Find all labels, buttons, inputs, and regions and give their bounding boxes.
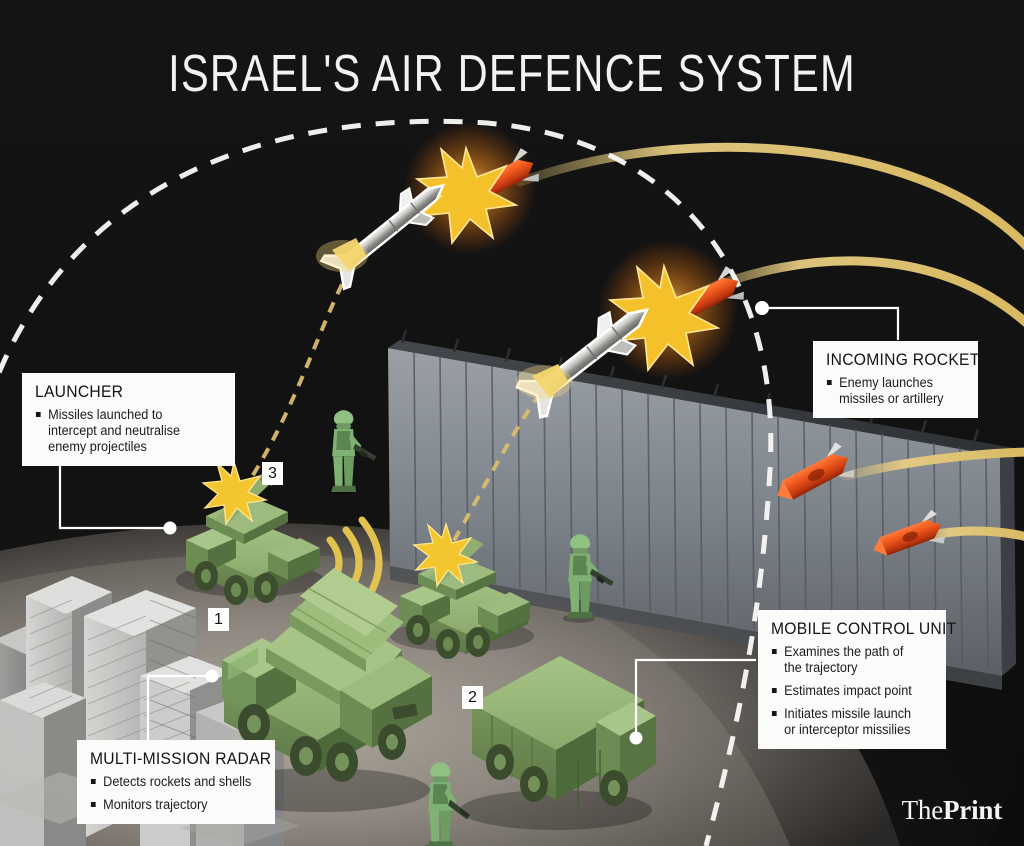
soldier-figure <box>562 534 614 623</box>
incoming-rocket <box>873 509 946 556</box>
callout-bullet-list: Examines the path of the trajectory Esti… <box>771 644 933 738</box>
launch-flash <box>412 521 480 588</box>
callout-title: MOBILE CONTROL UNIT <box>771 619 957 638</box>
soldier-figure <box>424 762 470 846</box>
callout-bullet: Estimates impact point <box>771 683 923 699</box>
interceptor-trajectory <box>240 248 362 494</box>
callout-bullet-list: Enemy launches missiles or artillery <box>826 375 965 407</box>
theprint-logo: ThePrint <box>901 795 1003 826</box>
intercept-event-upper <box>316 122 539 291</box>
callout-multi-mission-radar: MULTI-MISSION RADAR Detects rockets and … <box>77 740 275 824</box>
callout-bullet: Missiles launched to intercept and neutr… <box>35 407 211 455</box>
exhaust-flare <box>532 364 568 398</box>
launcher-vehicle-centre <box>390 521 534 659</box>
callout-bullet: Detects rockets and shells <box>90 774 252 790</box>
callout-title: INCOMING ROCKETS <box>826 350 991 369</box>
step-badge-2: 2 <box>462 686 483 709</box>
callout-bullet-list: Detects rockets and shells Monitors traj… <box>90 774 262 813</box>
step-badge-1: 1 <box>208 608 229 631</box>
logo-the: The <box>901 795 944 825</box>
callout-bullet: Examines the path of the trajectory <box>771 644 923 676</box>
callout-incoming-rockets: INCOMING ROCKETS Enemy launches missiles… <box>813 341 991 418</box>
separation-barrier-wall <box>388 329 1016 690</box>
callout-mobile-control-unit: MOBILE CONTROL UNIT Examines the path of… <box>758 610 957 749</box>
callout-title: LAUNCHER <box>35 382 124 401</box>
step-badge-3: 3 <box>262 462 283 485</box>
multi-mission-radar-truck <box>210 568 432 812</box>
callout-bullet: Enemy launches missiles or artillery <box>826 375 957 407</box>
callout-leader-lines <box>58 301 900 745</box>
launch-flash <box>201 459 269 526</box>
explosion-burst <box>607 263 721 373</box>
launcher-vehicle-left <box>176 459 324 605</box>
mobile-control-unit-truck <box>460 656 656 830</box>
intercept-event-lower <box>515 240 744 419</box>
incoming-rocket <box>777 442 855 500</box>
exhaust-flare <box>332 238 366 271</box>
logo-print: Print <box>943 795 1002 825</box>
soldier-figure <box>327 410 377 495</box>
callout-launcher: LAUNCHER Missiles launched to intercept … <box>22 373 235 466</box>
callout-title: MULTI-MISSION RADAR <box>90 749 272 768</box>
callout-bullet: Monitors trajectory <box>90 797 252 813</box>
callout-bullet-list: Missiles launched to intercept and neutr… <box>35 407 222 455</box>
explosion-burst <box>414 145 519 246</box>
callout-bullet: Initiates missile launch or interceptor … <box>771 706 923 738</box>
incoming-rocket-trails <box>515 142 1024 545</box>
